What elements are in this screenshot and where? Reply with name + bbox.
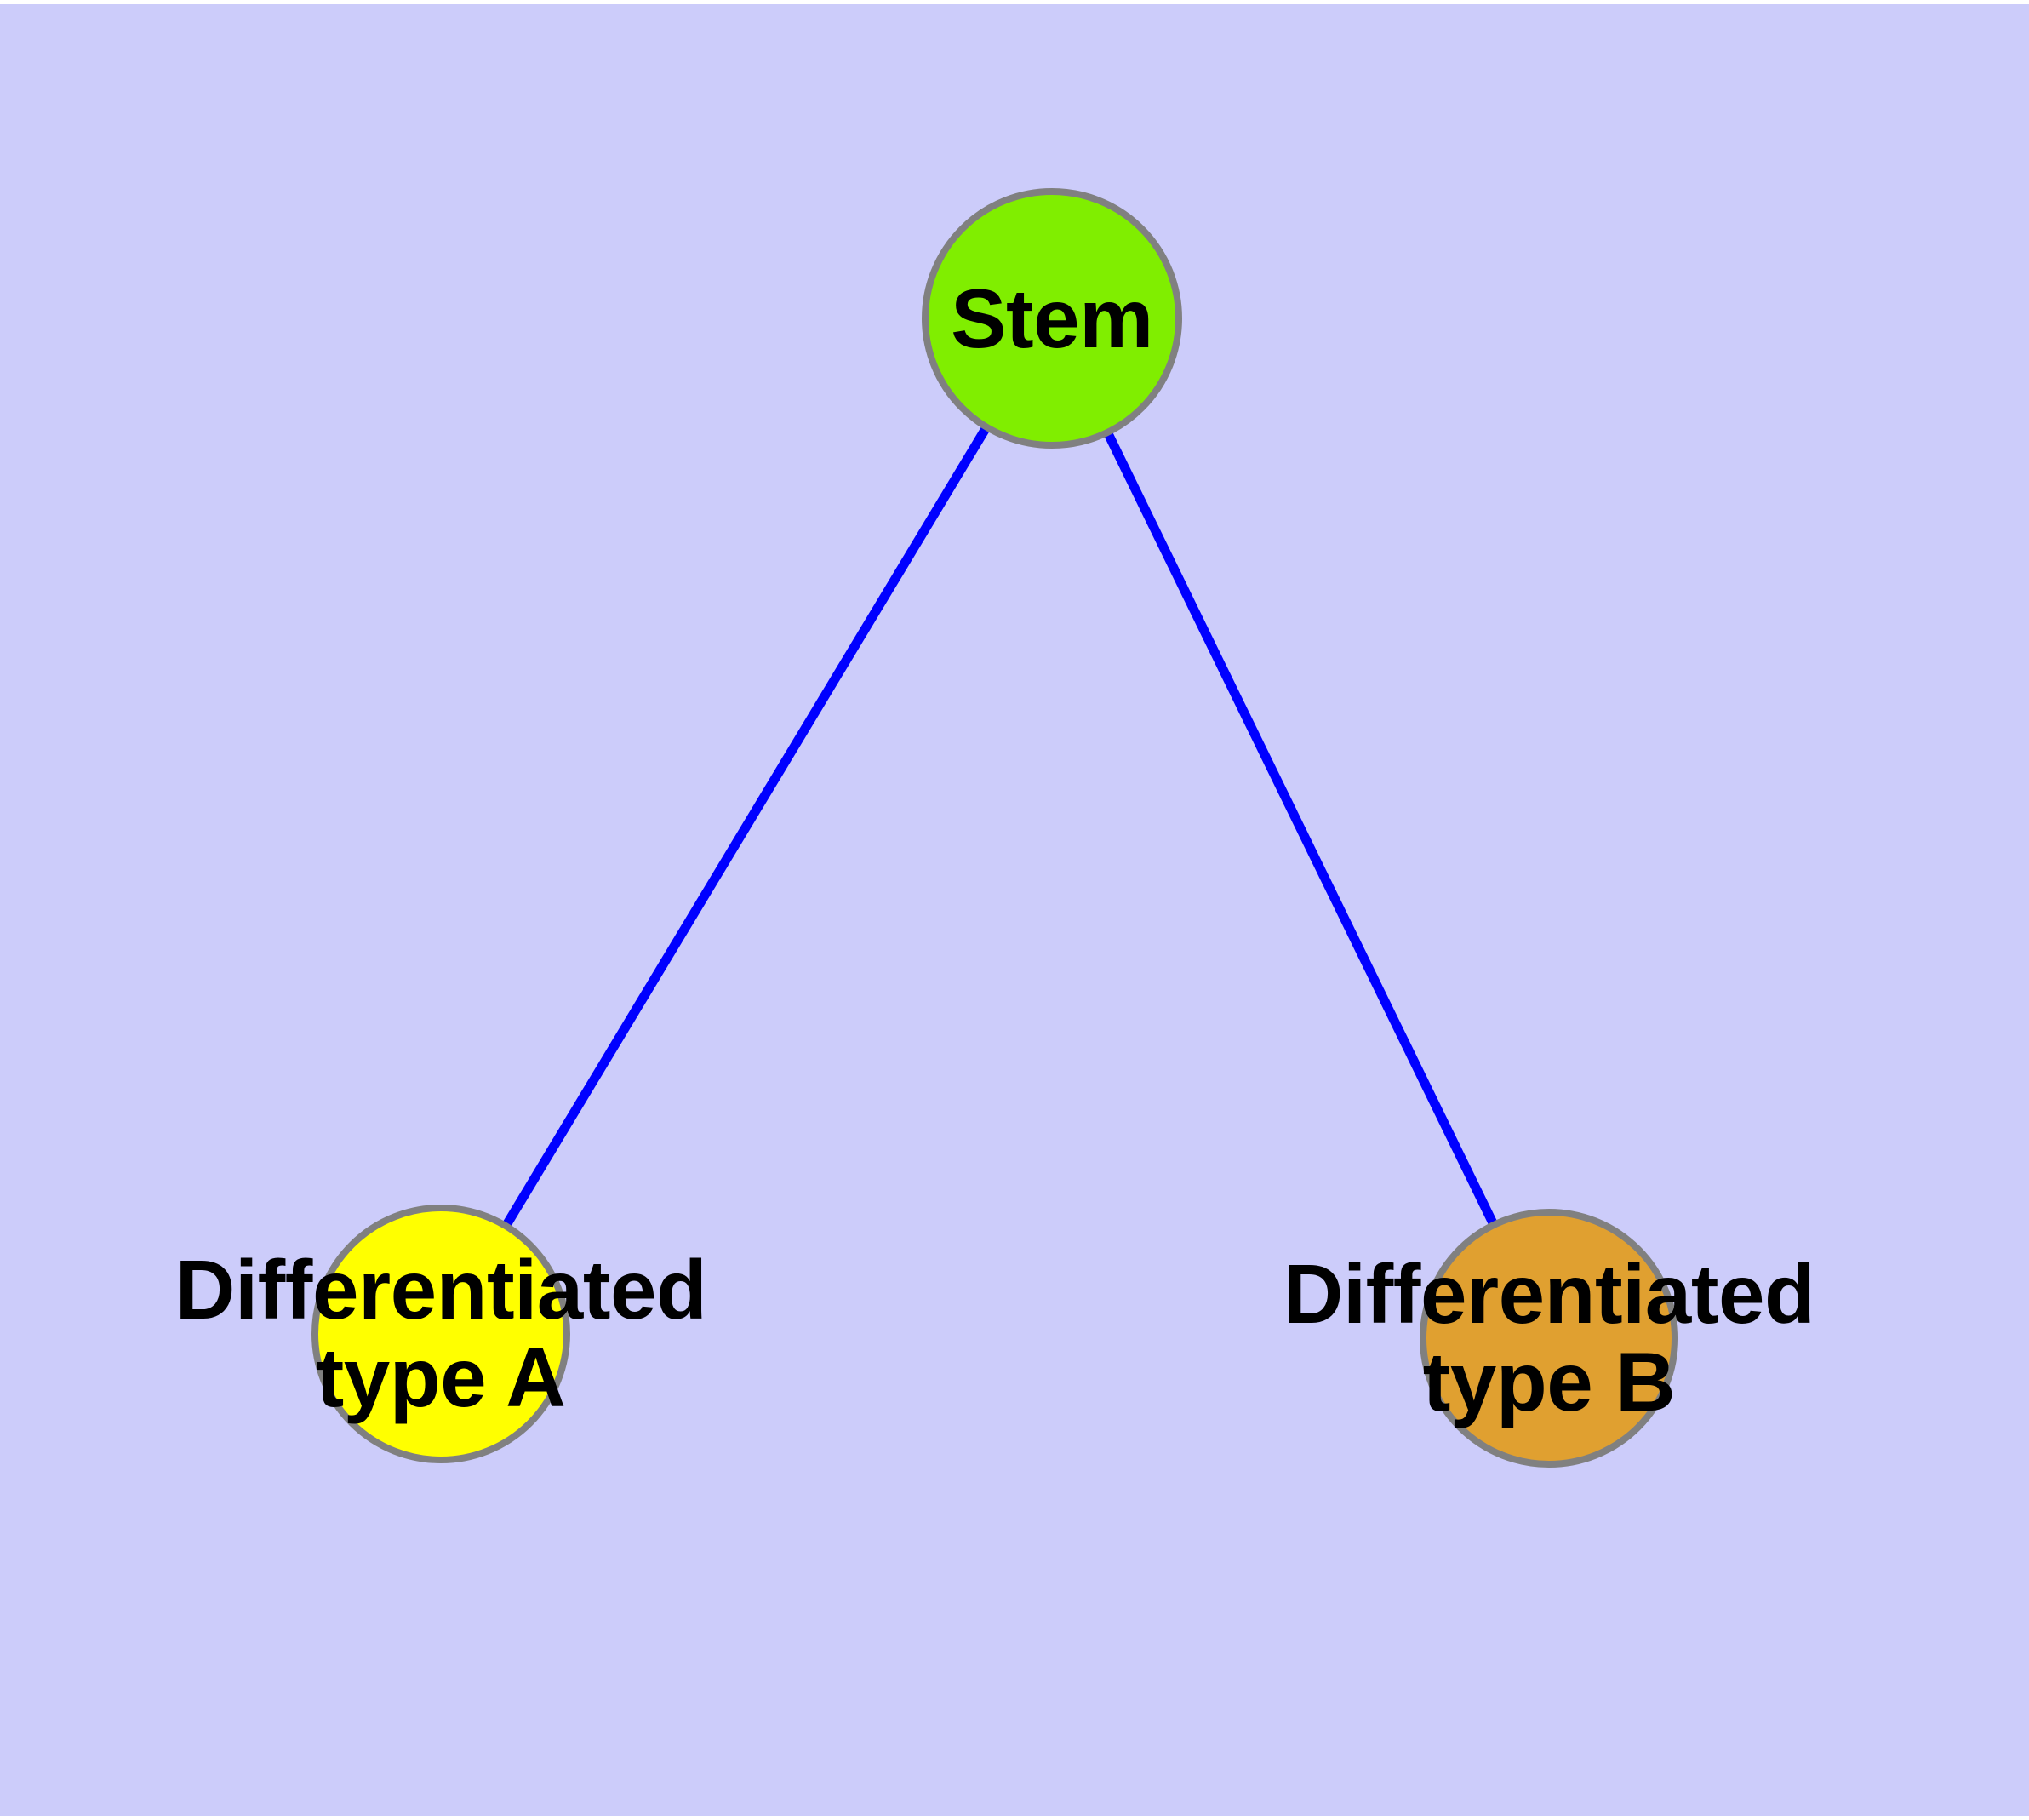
edge-stem-to-differentiated-type-b[interactable] [1100, 426, 1500, 1232]
node-differentiated-type-a[interactable] [311, 1205, 570, 1463]
node-differentiated-type-b[interactable] [1420, 1209, 1678, 1468]
edge-layer [499, 420, 1500, 1233]
node-stem[interactable] [922, 188, 1182, 449]
node-layer [311, 188, 1678, 1468]
edge-stem-to-differentiated-type-a[interactable] [499, 420, 993, 1233]
